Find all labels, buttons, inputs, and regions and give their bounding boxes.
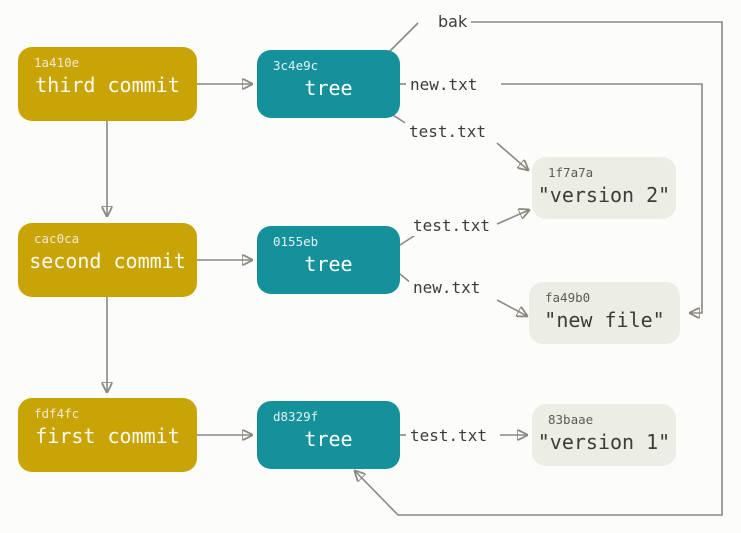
- commit-label: third commit: [35, 73, 180, 97]
- wire-testtxt-to-blob-1f7a7a: [496, 142, 528, 170]
- blob-label: "version 2": [537, 183, 671, 207]
- commit-label: first commit: [35, 424, 180, 448]
- blob-node-83baae[interactable]: 83baae "version 1": [532, 404, 676, 466]
- commit-label: second commit: [29, 249, 186, 273]
- tree-label: tree: [304, 252, 353, 276]
- edge-label-second-new-txt: new.txt: [409, 278, 485, 298]
- tree-hash: 0155eb: [273, 234, 319, 249]
- blob-node-fa49b0[interactable]: fa49b0 "new file": [529, 282, 680, 344]
- tree-node-3c4e9c[interactable]: 3c4e9c tree: [257, 50, 400, 118]
- edge-label-second-test-txt: test.txt: [409, 216, 495, 236]
- tree-hash: d8329f: [273, 409, 319, 424]
- blob-node-1f7a7a[interactable]: 1f7a7a "version 2": [532, 157, 676, 219]
- edge-label-third-test-txt: test.txt: [405, 122, 491, 142]
- blob-hash: 1f7a7a: [548, 165, 594, 180]
- edge-label-first-test-txt: test.txt: [406, 426, 492, 446]
- commit-node-cac0ca[interactable]: cac0ca second commit: [18, 223, 197, 297]
- tree-hash: 3c4e9c: [273, 58, 319, 73]
- commit-hash: 1a410e: [34, 55, 80, 70]
- blob-label: "new file": [544, 308, 665, 332]
- wire-newtxt-to-blob-fa49b0: [501, 83, 703, 313]
- tree-label: tree: [304, 76, 353, 100]
- edge-label-third-new-txt: new.txt: [406, 75, 482, 95]
- blob-hash: 83baae: [548, 412, 594, 427]
- wire-bak-to-tree-d8329f: [355, 21, 723, 516]
- edge-label-bak: bak: [434, 12, 472, 32]
- commit-hash: cac0ca: [34, 231, 80, 246]
- blob-label: "version 1": [537, 430, 671, 454]
- tree-node-d8329f[interactable]: d8329f tree: [257, 401, 400, 469]
- commit-node-fdf4fc[interactable]: fdf4fc first commit: [18, 398, 197, 472]
- wire-testtxt2-to-blob-1f7a7a: [496, 210, 529, 225]
- commit-node-1a410e[interactable]: 1a410e third commit: [18, 47, 197, 121]
- blob-hash: fa49b0: [545, 290, 591, 305]
- commit-hash: fdf4fc: [34, 406, 80, 421]
- wire-newtxt2-to-blob-fa49b0: [496, 299, 527, 316]
- tree-node-0155eb[interactable]: 0155eb tree: [257, 226, 400, 294]
- tree-label: tree: [304, 427, 353, 451]
